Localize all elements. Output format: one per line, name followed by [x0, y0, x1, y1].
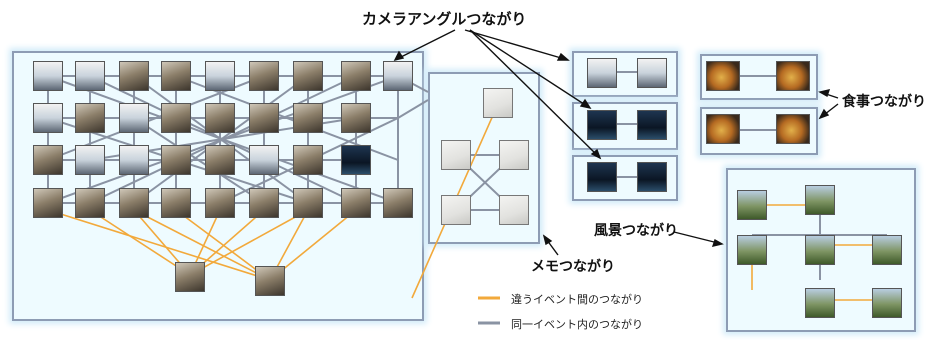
- memo-thumbnail: [483, 88, 513, 118]
- photo-thumbnail: [249, 145, 279, 175]
- photo-thumbnail: [293, 188, 323, 218]
- photo-thumbnail: [637, 162, 667, 192]
- photo-thumbnail: [249, 61, 279, 91]
- photo-thumbnail: [587, 162, 617, 192]
- photo-thumbnail: [75, 188, 105, 218]
- photo-thumbnail: [341, 145, 371, 175]
- photo-thumbnail: [293, 61, 323, 91]
- photo-thumbnail: [161, 103, 191, 133]
- photo-thumbnail: [205, 103, 235, 133]
- same-event-links: [47, 71, 887, 280]
- photo-thumbnail: [737, 235, 767, 265]
- photo-thumbnail: [293, 145, 323, 175]
- label-arrows: [393, 29, 839, 256]
- photo-thumbnail: [872, 288, 902, 318]
- photo-thumbnail: [75, 103, 105, 133]
- photo-thumbnail: [872, 235, 902, 265]
- photo-thumbnail: [75, 61, 105, 91]
- photo-thumbnail: [249, 103, 279, 133]
- photo-thumbnail: [161, 188, 191, 218]
- photo-thumbnail: [383, 61, 413, 91]
- memo-thumbnail: [499, 195, 529, 225]
- photo-thumbnail: [33, 103, 63, 133]
- photo-thumbnail: [175, 262, 205, 292]
- photo-thumbnail: [119, 145, 149, 175]
- photo-thumbnail: [341, 61, 371, 91]
- photo-thumbnail: [383, 188, 413, 218]
- photo-thumbnail: [706, 114, 740, 144]
- legend-different-event: 違うイベント間のつながり: [511, 293, 643, 306]
- photo-thumbnail: [637, 110, 667, 140]
- scenery-label: 風景つながり: [594, 223, 678, 239]
- photo-thumbnail: [161, 61, 191, 91]
- camera-angle-label: カメラアングルつながり: [362, 10, 527, 28]
- photo-thumbnail: [341, 103, 371, 133]
- photo-thumbnail: [255, 266, 285, 296]
- photo-thumbnail: [119, 188, 149, 218]
- photo-thumbnail: [33, 61, 63, 91]
- photo-thumbnail: [119, 103, 149, 133]
- photo-thumbnail: [293, 103, 323, 133]
- photo-thumbnail: [805, 235, 835, 265]
- photo-thumbnail: [119, 61, 149, 91]
- photo-thumbnail: [75, 145, 105, 175]
- photo-thumbnail: [737, 190, 767, 220]
- photo-thumbnail: [33, 188, 63, 218]
- photo-thumbnail: [205, 145, 235, 175]
- photo-thumbnail: [637, 58, 667, 88]
- photo-thumbnail: [161, 145, 191, 175]
- photo-thumbnail: [587, 110, 617, 140]
- memo-label: メモつながり: [531, 259, 615, 275]
- photo-thumbnail: [33, 145, 63, 175]
- memo-thumbnail: [499, 140, 529, 170]
- photo-thumbnail: [776, 114, 810, 144]
- photo-thumbnail: [706, 61, 740, 91]
- photo-thumbnail: [249, 188, 279, 218]
- photo-thumbnail: [205, 61, 235, 91]
- photo-thumbnail: [205, 188, 235, 218]
- memo-thumbnail: [441, 195, 471, 225]
- food-label: 食事つながり: [842, 94, 926, 110]
- photo-thumbnail: [587, 58, 617, 88]
- photo-thumbnail: [341, 188, 371, 218]
- legend-same-event: 同一イベント内のつながり: [511, 318, 643, 331]
- photo-thumbnail: [805, 288, 835, 318]
- memo-thumbnail: [441, 140, 471, 170]
- photo-thumbnail: [805, 185, 835, 215]
- legend-swatches: [478, 296, 500, 325]
- photo-thumbnail: [776, 61, 810, 91]
